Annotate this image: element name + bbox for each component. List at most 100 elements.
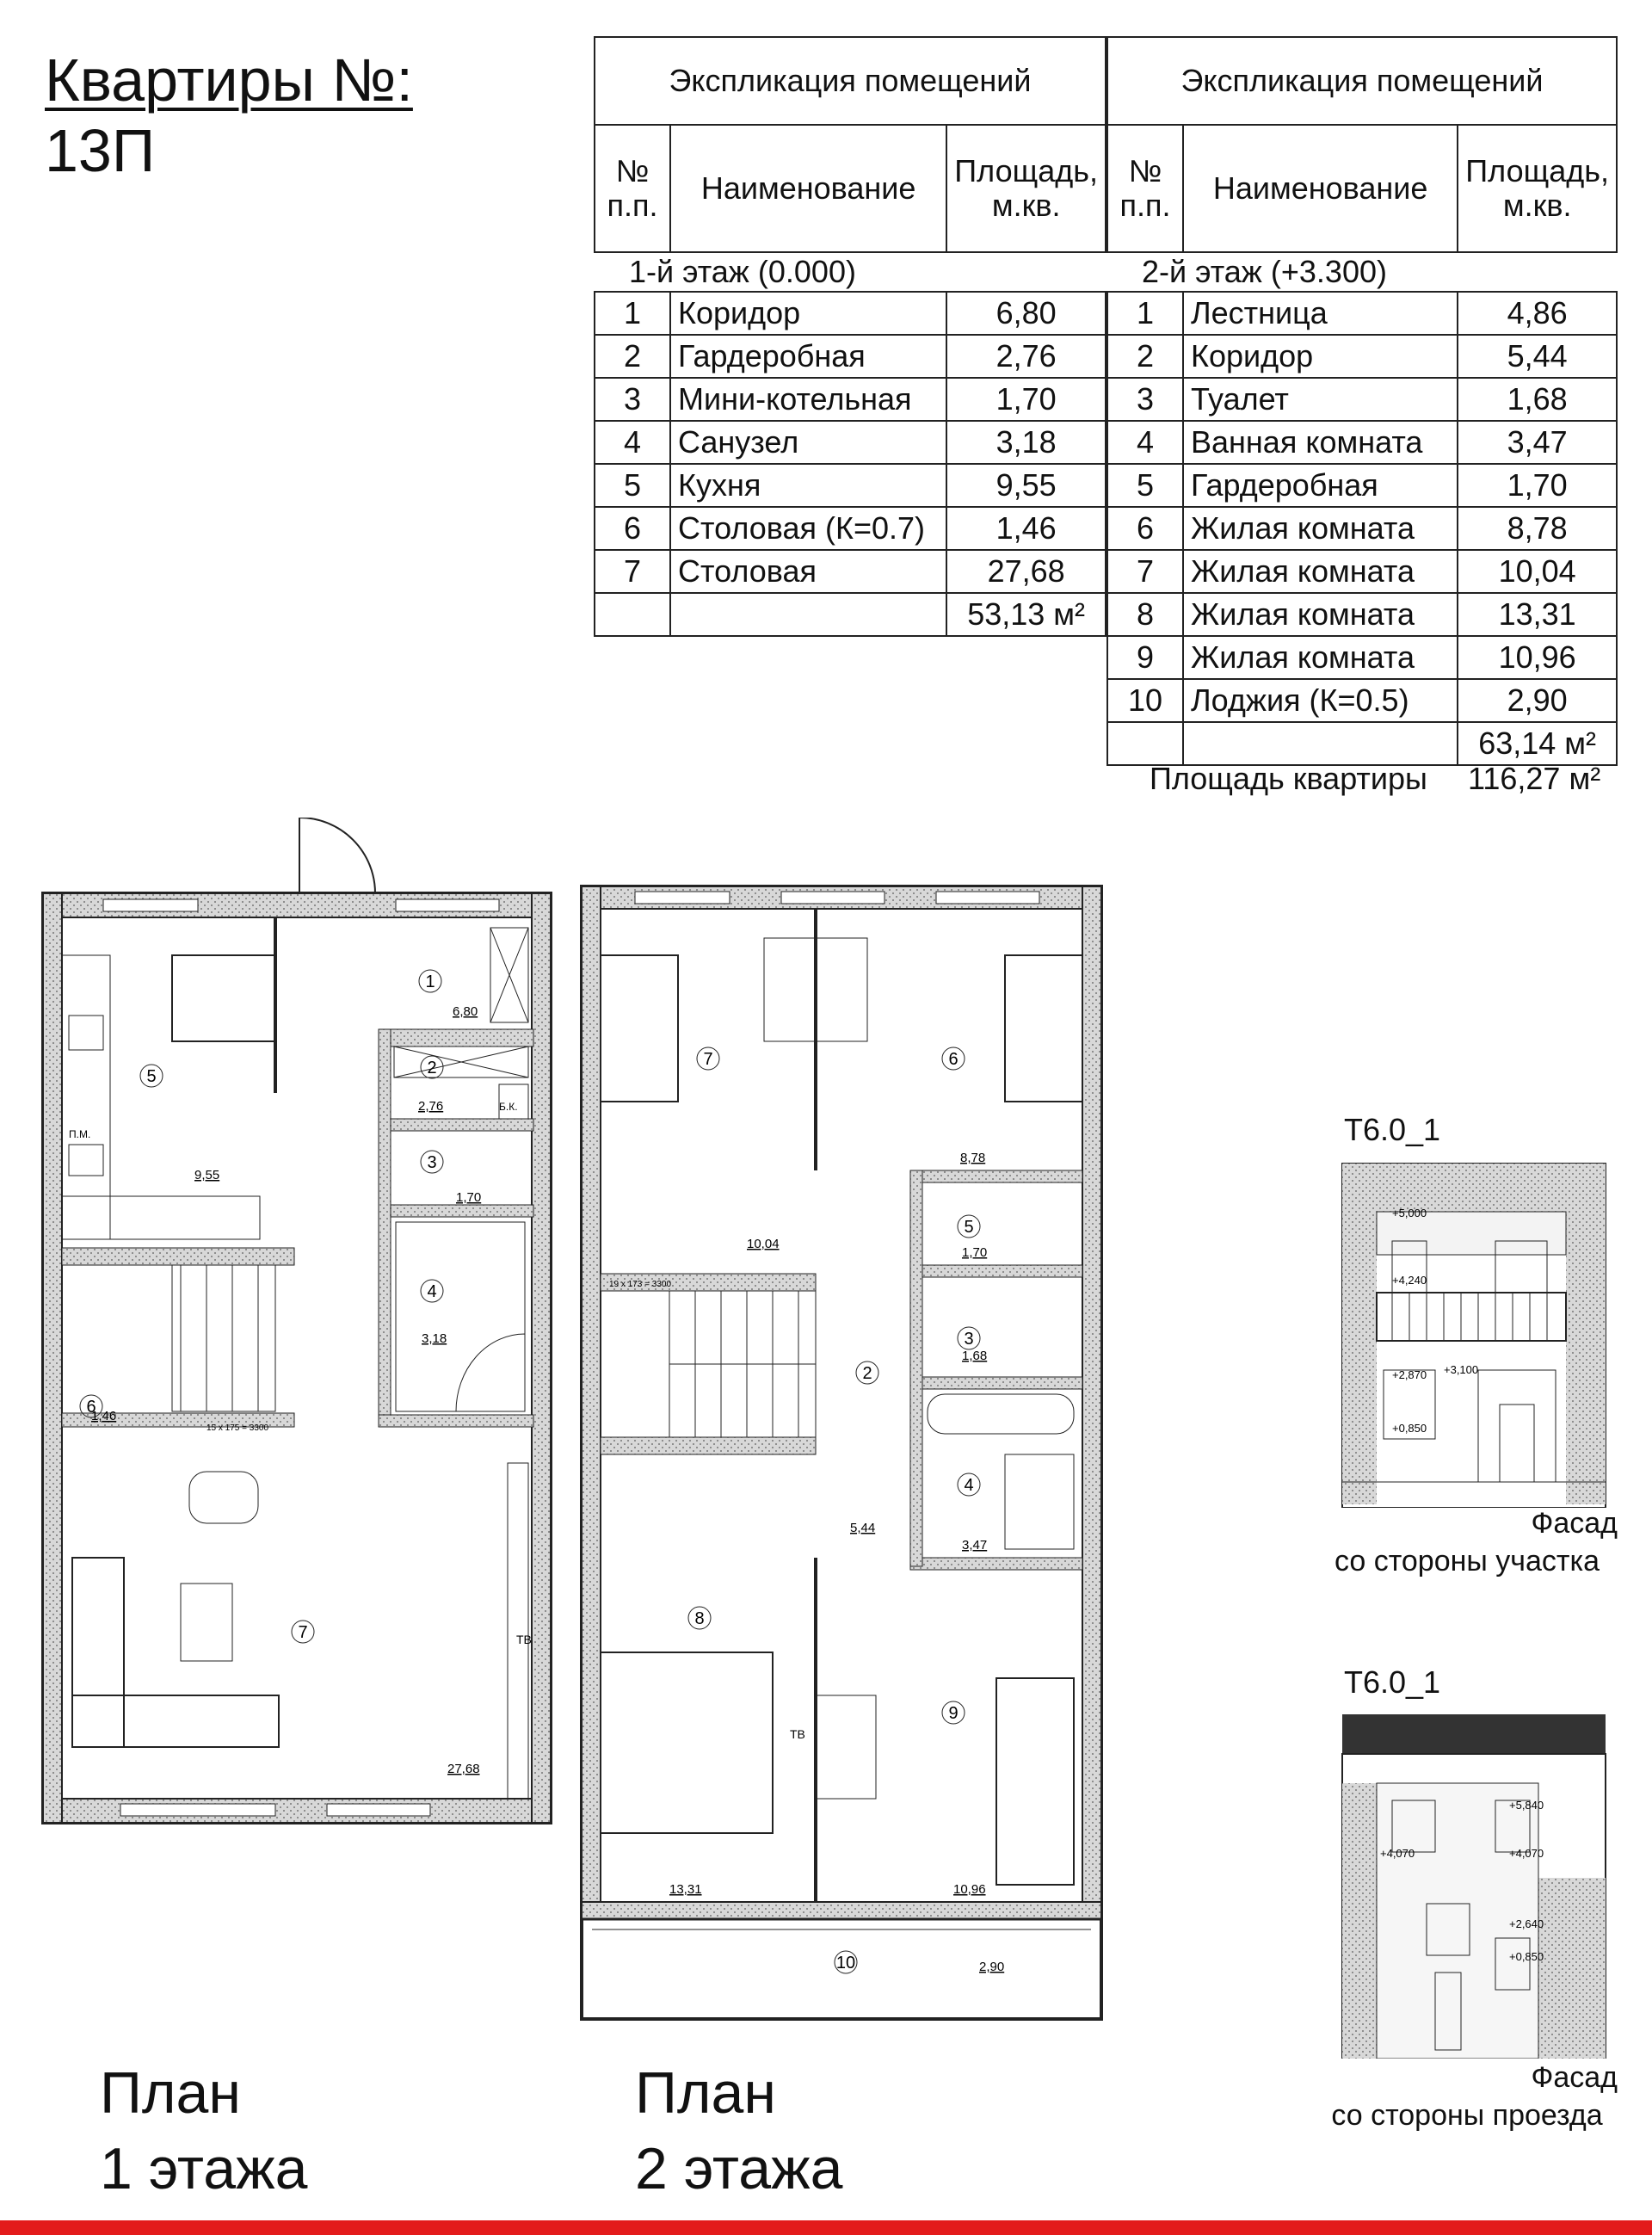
room-number: 6 bbox=[948, 1050, 958, 1069]
tag-stairs: 15 x 175 = 3300 bbox=[206, 1423, 268, 1433]
title-line2: 13П bbox=[45, 117, 156, 184]
plan1-label-line2: 1 этажа bbox=[100, 2136, 308, 2201]
plan2-label-line1: План bbox=[635, 2060, 776, 2126]
tag-stairs: 19 x 173 = 3300 bbox=[609, 1280, 671, 1289]
table-cell-n: 7 bbox=[594, 549, 671, 594]
table1-col-num: № п.п. bbox=[594, 124, 671, 253]
room-area: 2,90 bbox=[979, 1960, 1004, 1974]
room-area: 1,70 bbox=[962, 1245, 987, 1260]
table-cell-area: 9,55 bbox=[946, 463, 1106, 508]
room-number: 9 bbox=[948, 1704, 958, 1723]
table-cell-n: 3 bbox=[1106, 377, 1184, 422]
accent-red-bar bbox=[0, 2220, 1652, 2235]
table-cell-name: Жилая комната bbox=[1181, 635, 1459, 680]
table-cell-area: 13,31 bbox=[1457, 592, 1618, 637]
table-cell-area: 3,47 bbox=[1457, 420, 1618, 465]
facade1-caption-line1: Фасад bbox=[1531, 1507, 1618, 1540]
table-cell-name: Туалет bbox=[1181, 377, 1459, 422]
table-cell-name: Лоджия (К=0.5) bbox=[1181, 678, 1459, 723]
level-mark: +2,640 bbox=[1509, 1917, 1544, 1930]
room-area: 9,55 bbox=[194, 1168, 219, 1182]
level-mark: +0,850 bbox=[1509, 1950, 1544, 1963]
room-marker bbox=[418, 969, 442, 993]
level-mark: +5,840 bbox=[1509, 1799, 1544, 1812]
table2-col-num: № п.п. bbox=[1106, 124, 1184, 253]
level-mark: +3,100 bbox=[1444, 1363, 1478, 1376]
room-number: 6 bbox=[86, 1398, 96, 1417]
table-cell-n: 5 bbox=[594, 463, 671, 508]
table-cell-name: Столовая bbox=[669, 549, 948, 594]
level-mark: +4,240 bbox=[1392, 1274, 1427, 1287]
room-area: 1,46 bbox=[91, 1409, 116, 1423]
table-cell-name: Ванная комната bbox=[1181, 420, 1459, 465]
table-cell-area: 1,46 bbox=[946, 506, 1106, 551]
room-area: 27,68 bbox=[447, 1762, 480, 1776]
room-marker bbox=[420, 1279, 444, 1303]
room-marker bbox=[957, 1214, 981, 1238]
table-cell-n: 4 bbox=[594, 420, 671, 465]
table-cell-name: Гардеробная bbox=[1181, 463, 1459, 508]
room-number: 3 bbox=[964, 1330, 973, 1349]
room-number: 4 bbox=[427, 1282, 436, 1301]
table-cell-name: Гардеробная bbox=[669, 334, 948, 379]
plan2-label-line2: 2 этажа bbox=[635, 2136, 843, 2201]
facade2-caption-line2: со стороны проезда bbox=[1331, 2099, 1603, 2132]
table-cell-name: Столовая (К=0.7) bbox=[669, 506, 948, 551]
table-cell-name: Кухня bbox=[669, 463, 948, 508]
room-area: 6,80 bbox=[453, 1004, 478, 1019]
table-cell-n: 2 bbox=[1106, 334, 1184, 379]
room-marker bbox=[79, 1394, 103, 1418]
tag-bk: Б.К. bbox=[499, 1101, 518, 1113]
table-cell-area: 3,18 bbox=[946, 420, 1106, 465]
room-number: 2 bbox=[427, 1059, 436, 1077]
room-marker bbox=[941, 1701, 965, 1725]
room-marker bbox=[941, 1046, 965, 1071]
table-cell-name: Жилая комната bbox=[1181, 549, 1459, 594]
facade1-drawing: +4,240+2,870+0,850+3,100+5,000 bbox=[1341, 1163, 1606, 1508]
table-cell-name: Жилая комната bbox=[1181, 592, 1459, 637]
table1-total: 53,13 м² bbox=[946, 592, 1106, 637]
table-cell-area: 1,70 bbox=[1457, 463, 1618, 508]
room-marker bbox=[855, 1361, 879, 1385]
table-cell-n: 8 bbox=[1106, 592, 1184, 637]
room-area: 10,04 bbox=[747, 1237, 780, 1251]
title-line1: Квартиры №: bbox=[45, 46, 413, 114]
facade2-code: Т6.0_1 bbox=[1344, 1664, 1441, 1700]
room-number: 8 bbox=[694, 1609, 704, 1628]
level-mark: +4,070 bbox=[1380, 1847, 1415, 1860]
room-area: 3,47 bbox=[962, 1538, 987, 1553]
table-cell-n: 2 bbox=[594, 334, 671, 379]
table2-col-area: Площадь, м.кв. bbox=[1457, 124, 1618, 253]
room-area: 10,96 bbox=[953, 1882, 986, 1897]
room-marker bbox=[957, 1326, 981, 1350]
table1-col-area: Площадь, м.кв. bbox=[946, 124, 1106, 253]
table-cell-area: 10,96 bbox=[1457, 635, 1618, 680]
table1-floor: 1-й этаж (0.000) bbox=[629, 254, 856, 289]
level-mark: +5,000 bbox=[1392, 1207, 1427, 1219]
facade2-caption: Фасад со стороны проезда bbox=[1316, 2059, 1618, 2134]
table-cell-area: 2,76 bbox=[946, 334, 1106, 379]
apartment-area-value: 116,27 м² bbox=[1468, 761, 1601, 796]
table-cell-n: 1 bbox=[1106, 291, 1184, 336]
table-cell-n: 5 bbox=[1106, 463, 1184, 508]
table-cell-area: 1,70 bbox=[946, 377, 1106, 422]
room-number: 3 bbox=[427, 1153, 436, 1172]
room-marker bbox=[420, 1150, 444, 1174]
plan2-label: План 2 этажа bbox=[635, 2055, 842, 2207]
apartment-area-label: Площадь квартиры bbox=[1150, 761, 1427, 796]
table2-floor: 2-й этаж (+3.300) bbox=[1142, 254, 1387, 289]
table-cell-area: 4,86 bbox=[1457, 291, 1618, 336]
room-marker bbox=[834, 1950, 858, 1974]
table2-caption: Экспликация помещений bbox=[1106, 36, 1618, 126]
